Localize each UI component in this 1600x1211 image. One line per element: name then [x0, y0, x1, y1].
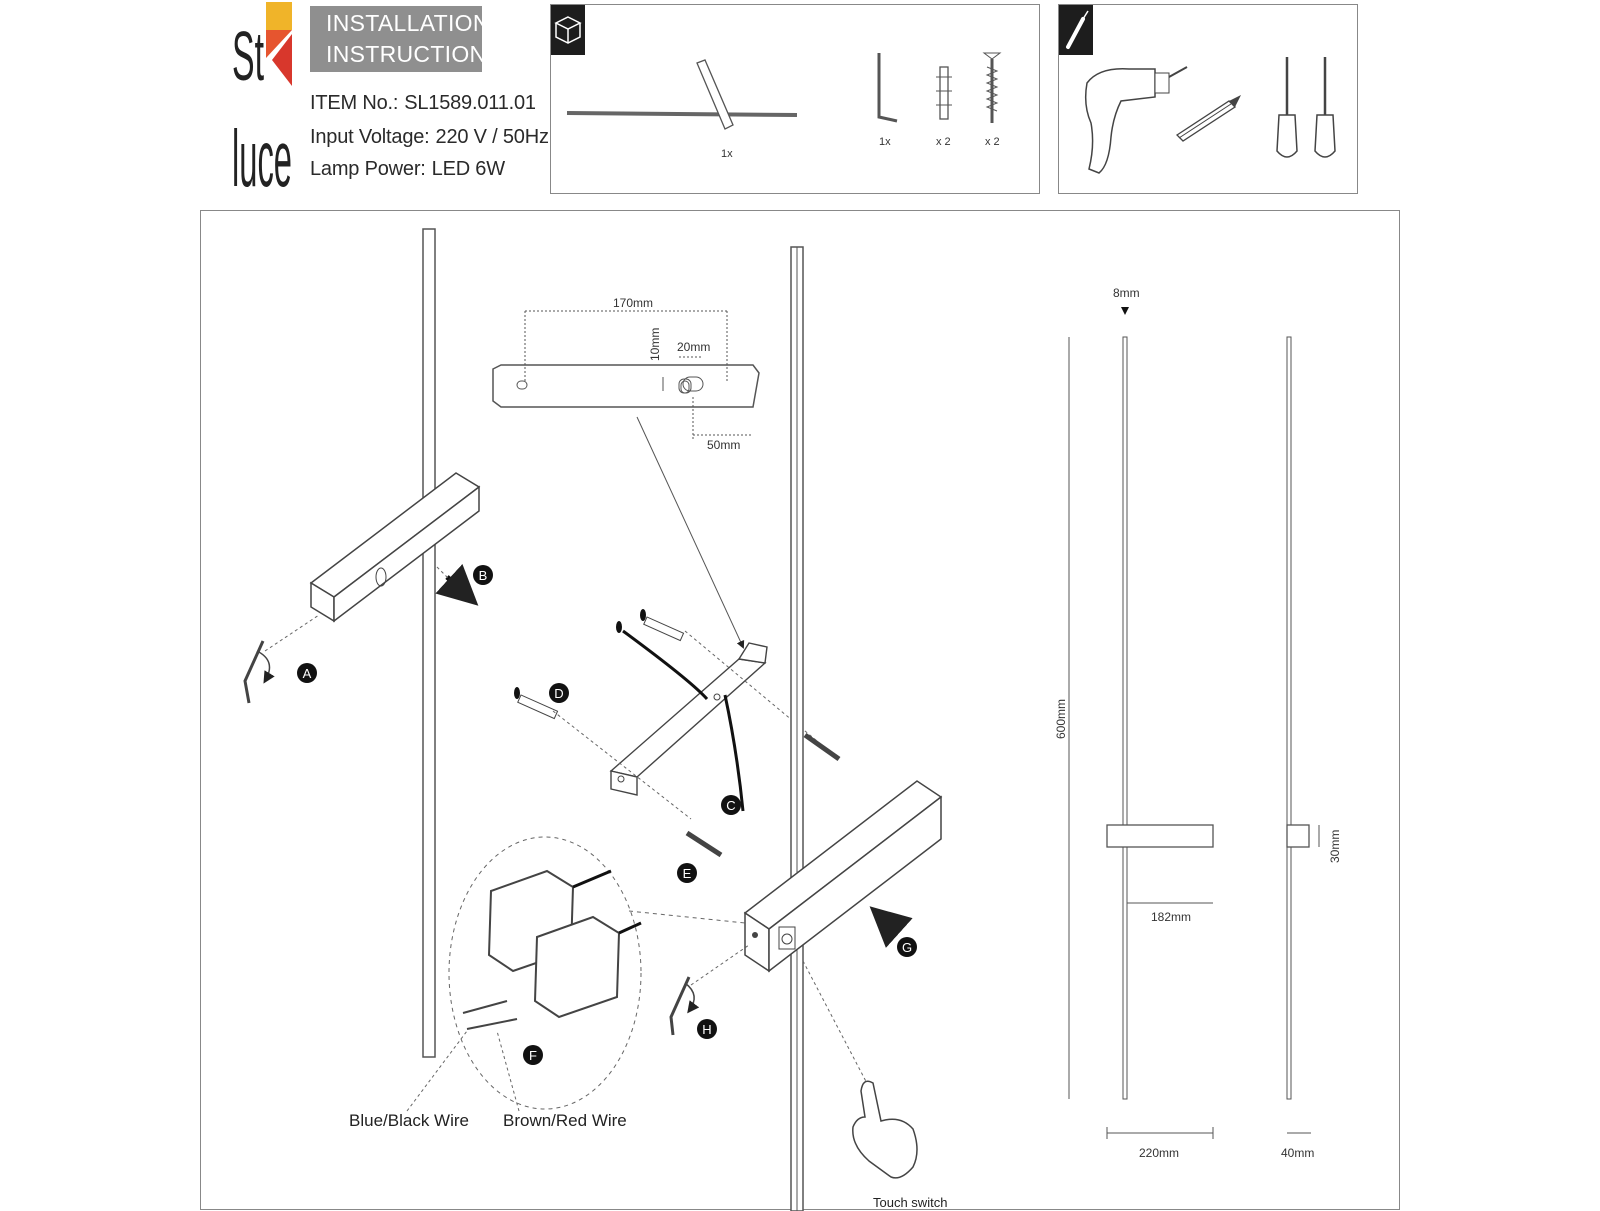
logo-yellow-block	[266, 2, 292, 30]
step-c-label: C	[726, 798, 735, 813]
flat-screwdriver-icon	[1276, 57, 1298, 158]
lamp-rod-middle	[790, 246, 804, 1211]
touch-switch-pointer	[802, 960, 872, 1092]
anchor-top	[643, 616, 818, 742]
blue-wire-pointer	[406, 1030, 468, 1112]
total-width-dim: 220mm	[1139, 1146, 1179, 1160]
hand-icon	[852, 1080, 918, 1179]
step-e-badge: E	[677, 863, 697, 883]
item-number-line: ITEM No.:SL1589.011.01	[310, 92, 536, 115]
step-g-label: G	[902, 940, 912, 955]
wall-bracket-3d	[609, 642, 768, 796]
step-d-badge: D	[549, 683, 569, 703]
lamp-base-box-right	[743, 780, 943, 973]
base-height-dim: 30mm	[1328, 830, 1342, 863]
lamp-part-icon	[566, 59, 798, 130]
pencil-icon	[1175, 95, 1241, 142]
arrow-b	[435, 563, 479, 606]
brown-red-wire-label: Brown/Red Wire	[503, 1111, 627, 1130]
hex-key-step-a	[243, 614, 320, 704]
step-e-label: E	[683, 866, 692, 881]
mounting-plate-drawing	[492, 310, 760, 439]
bracket-slot-dim: 20mm	[677, 340, 710, 354]
screwdriver-icon	[1059, 5, 1093, 55]
brand-bottom-text: luce	[232, 114, 292, 190]
blue-black-wire-label: Blue/Black Wire	[349, 1111, 469, 1130]
arrow-g	[869, 906, 913, 948]
tools-panel	[1058, 4, 1358, 194]
box-icon	[551, 5, 585, 55]
screw-qty: x 2	[985, 136, 1000, 148]
step-b-label: B	[479, 568, 488, 583]
bracket-width-dim: 170mm	[613, 296, 653, 310]
drill-icon	[1084, 66, 1188, 174]
thickness-dim: 8mm	[1113, 286, 1140, 300]
step-c-badge: C	[721, 795, 741, 815]
wood-screw-icon	[982, 52, 1002, 123]
voltage-value: 220 V / 50Hz	[435, 126, 549, 148]
voltage-line: Input Voltage:220 V / 50Hz	[310, 126, 549, 149]
step-f-badge: F	[523, 1045, 543, 1065]
height-dim: 600mm	[1054, 699, 1068, 739]
step-f-label: F	[529, 1048, 537, 1063]
lamp-qty: 1x	[721, 148, 733, 160]
brand-top-text: St	[232, 17, 264, 95]
title-line-2: INSTRUCTIONS	[326, 41, 503, 67]
anchor-qty: x 2	[936, 136, 951, 148]
voltage-label: Input Voltage:	[310, 126, 430, 148]
screw-e	[685, 830, 723, 858]
lamp-rod-left	[422, 228, 436, 1058]
brown-wire-pointer	[496, 1030, 520, 1112]
touch-switch-label: Touch switch	[873, 1195, 947, 1210]
step-a-badge: A	[297, 663, 317, 683]
wall-anchor-icon	[936, 66, 952, 120]
hex-key-icon	[877, 53, 898, 123]
step-d-label: D	[554, 686, 563, 701]
logo-red-block	[272, 34, 292, 86]
depth-dim: 40mm	[1281, 1146, 1314, 1160]
hex-key-step-h	[669, 944, 750, 1036]
base-width-dim: 182mm	[1151, 910, 1191, 924]
lamp-base-box-left	[309, 472, 481, 623]
step-h-label: H	[702, 1022, 711, 1037]
step-h-badge: H	[697, 1019, 717, 1039]
anchor-d	[514, 687, 692, 820]
phillips-screwdriver-icon	[1314, 57, 1336, 158]
title-line-1: INSTALLATION	[326, 10, 490, 36]
power-cable	[616, 609, 745, 812]
power-label: Lamp Power:	[310, 158, 426, 180]
screw-top	[803, 732, 841, 762]
package-contents-panel: 1x 1x x 2 x 2	[550, 4, 1040, 194]
item-label: ITEM No.:	[310, 92, 399, 114]
step-b-badge: B	[473, 565, 493, 585]
hex-key-qty: 1x	[879, 136, 891, 148]
power-line: Lamp Power:LED 6W	[310, 158, 505, 181]
step-a-label: A	[303, 666, 312, 681]
power-value: LED 6W	[431, 158, 505, 180]
installation-title-badge: INSTALLATION INSTRUCTIONS	[310, 6, 503, 72]
bracket-pointer-line	[636, 416, 745, 649]
logo-orange-block	[266, 30, 292, 58]
assembly-diagram-frame: A B 170mm 10mm	[200, 210, 1400, 1211]
step-g-badge: G	[897, 937, 917, 957]
side-dimension-view	[1286, 336, 1320, 1134]
item-value: SL1589.011.01	[404, 92, 536, 114]
touch-switch-icon	[778, 926, 796, 950]
bracket-offset-dim: 50mm	[707, 438, 740, 452]
brand-logo: St luce	[232, 0, 294, 203]
front-dimension-view	[1068, 307, 1214, 1139]
wire-connector-detail	[448, 836, 746, 1110]
bracket-height-dim: 10mm	[648, 328, 662, 361]
